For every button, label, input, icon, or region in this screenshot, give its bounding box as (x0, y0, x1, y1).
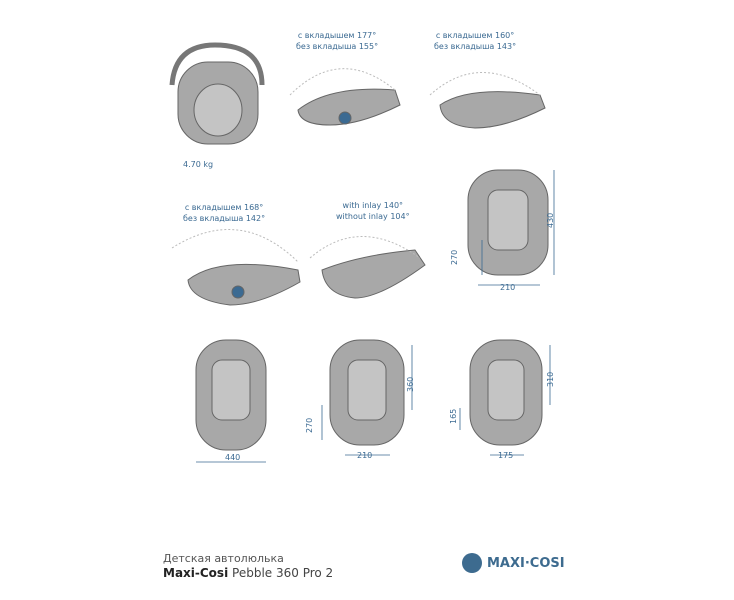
caption-brand: Maxi-Cosi (163, 566, 229, 580)
caption-product: Maxi-Cosi Pebble 360 Pro 2 (163, 566, 333, 580)
seat-front-4 (469, 339, 543, 446)
seat-recline-2 (439, 91, 546, 129)
dim-430: 430 (546, 212, 555, 228)
seat-recline-4 (321, 249, 426, 299)
recline-without-inlay: без вкладыша 142° (183, 214, 266, 223)
recline-with-inlay: с вкладышем 160° (435, 31, 515, 40)
recline-without-inlay: без вкладыша 155° (296, 42, 379, 51)
dim-270b: 270 (305, 417, 314, 433)
dim-210b: 210 (357, 451, 373, 460)
recline-with-inlay: с вкладышем 168° (184, 203, 264, 212)
recline-with-inlay: с вкладышем 177° (297, 31, 377, 40)
recline-label-1: с вкладышем 177° без вкладыша 155° (296, 30, 378, 52)
seat-recline-3 (187, 263, 301, 306)
maxi-cosi-logo: MAXI·COSI (462, 553, 565, 573)
dim-440: 440 (225, 453, 241, 462)
caption-category: Детская автолюлька (163, 552, 284, 565)
seat-recline-1 (297, 88, 401, 126)
dim-360: 360 (406, 376, 415, 392)
caption-model: Pebble 360 Pro 2 (232, 566, 334, 580)
seat-front-3 (329, 339, 405, 446)
dim-310: 310 (546, 371, 555, 387)
dim-175: 175 (498, 451, 514, 460)
dim-210a: 210 (500, 283, 516, 292)
recline-label-3: с вкладышем 168° без вкладыша 142° (183, 202, 265, 224)
recline-label-4: with inlay 140° without inlay 104° (336, 200, 410, 222)
seat-front-1 (467, 169, 549, 276)
logo-icon (462, 553, 482, 573)
logo-text: MAXI·COSI (487, 555, 565, 571)
recline-label-2: с вкладышем 160° без вкладыша 143° (434, 30, 516, 52)
recline-without-inlay: без вкладыша 143° (434, 42, 517, 51)
dim-270a: 270 (450, 249, 459, 265)
dim-165: 165 (449, 408, 458, 424)
recline-with-inlay: with inlay 140° (342, 201, 404, 210)
seat-carrier-image (169, 42, 265, 145)
seat-front-2 (195, 339, 267, 451)
weight-label: 4.70 kg (183, 160, 214, 169)
recline-without-inlay: without inlay 104° (336, 212, 410, 221)
